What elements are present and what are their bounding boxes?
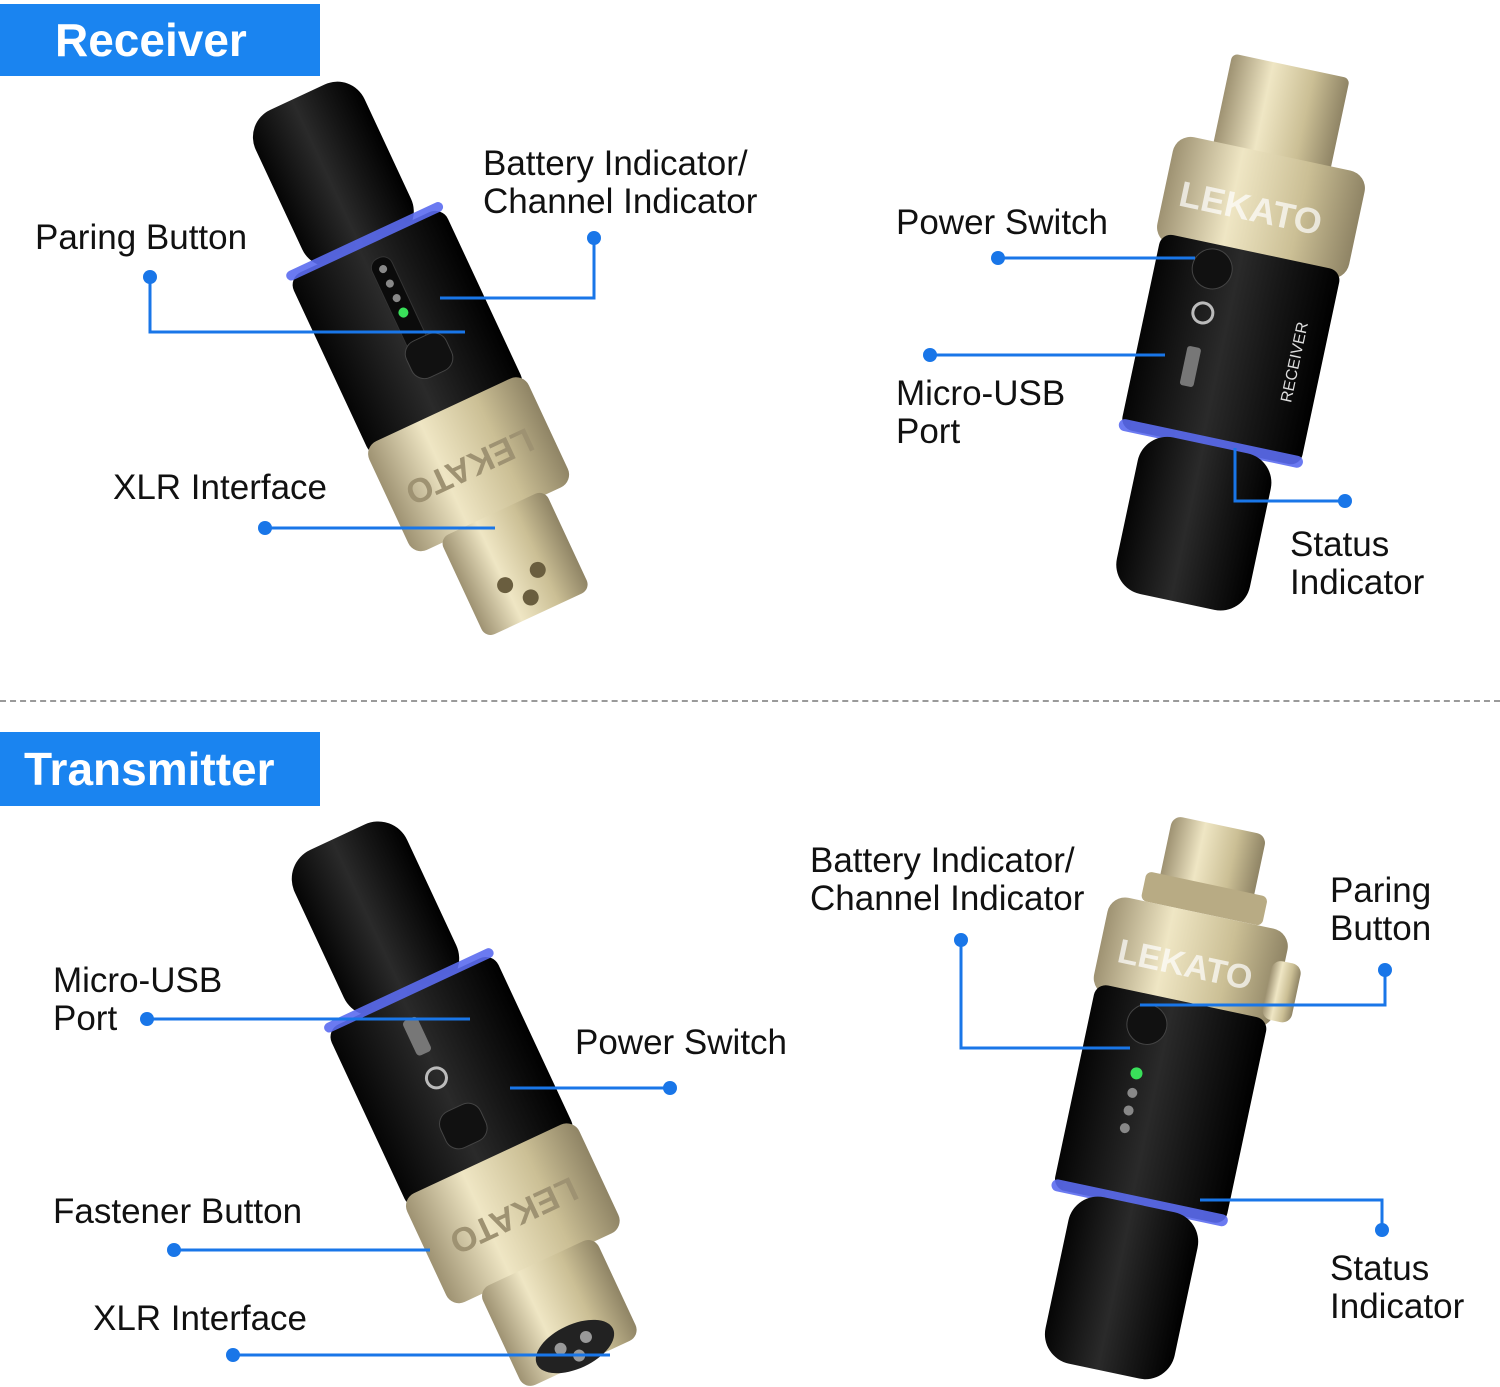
receiver-callouts bbox=[148, 238, 1345, 530]
transmitter-title: Transmitter bbox=[24, 743, 275, 795]
receiver-battery-indicator-label: Battery Indicator/ Channel Indicator bbox=[483, 144, 758, 221]
transmitter-pairing-button-label: Paring Button bbox=[1330, 871, 1432, 948]
section-divider bbox=[0, 700, 1500, 702]
receiver-device-back: LEKATO RECEIVER bbox=[1116, 54, 1365, 611]
transmitter-power-switch-label: Power Switch bbox=[575, 1023, 788, 1062]
transmitter-battery-indicator-label: Battery Indicator/ Channel Indicator bbox=[810, 841, 1085, 918]
transmitter-xlr-interface-label: XLR Interface bbox=[93, 1299, 307, 1338]
transmitter-title-badge: Transmitter bbox=[0, 732, 320, 806]
receiver-device-front: LEKATO bbox=[252, 81, 588, 635]
transmitter-callouts bbox=[147, 940, 1387, 1357]
transmitter-micro-usb-port-label: Micro-USB Port bbox=[53, 961, 223, 1038]
receiver-title-badge: Receiver bbox=[0, 4, 320, 76]
transmitter-device-back: LEKATO bbox=[1044, 817, 1301, 1380]
transmitter-device-front: LEKATO bbox=[291, 821, 637, 1386]
transmitter-callout-dots bbox=[140, 933, 1392, 1362]
receiver-xlr-interface-label: XLR Interface bbox=[113, 468, 327, 507]
receiver-power-switch-label: Power Switch bbox=[896, 203, 1109, 242]
receiver-pairing-button-label: Paring Button bbox=[35, 218, 248, 257]
receiver-callout-dots bbox=[143, 231, 1352, 535]
receiver-micro-usb-port-label: Micro-USB Port bbox=[896, 374, 1066, 451]
transmitter-fastener-button-label: Fastener Button bbox=[53, 1192, 303, 1231]
receiver-title: Receiver bbox=[55, 14, 247, 66]
receiver-status-indicator-label: Status Indicator bbox=[1290, 525, 1425, 602]
transmitter-status-indicator-label: Status Indicator bbox=[1330, 1249, 1465, 1326]
